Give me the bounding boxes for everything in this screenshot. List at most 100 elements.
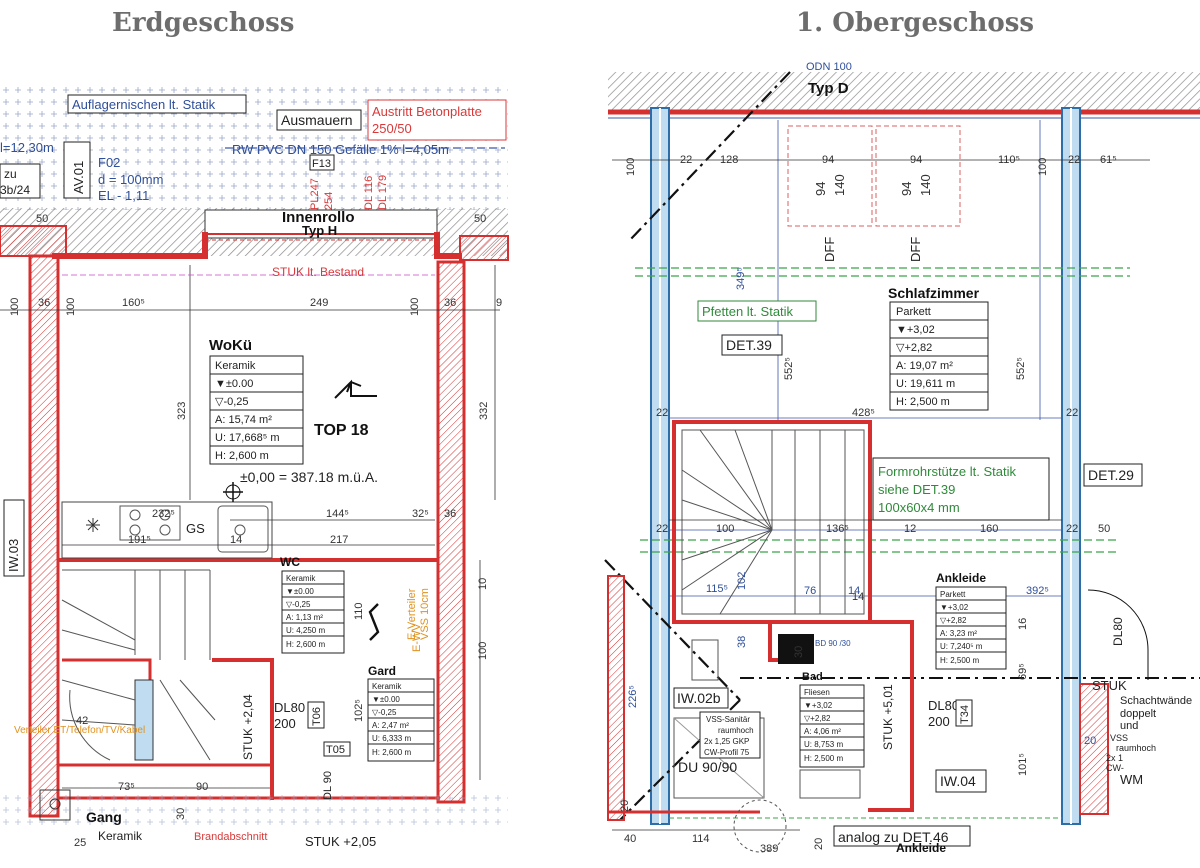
- dim-eg-332: 332: [478, 402, 490, 420]
- dim-eg-100d: 100: [477, 642, 489, 660]
- dim-og-128: 128: [720, 154, 738, 166]
- dim-eg-1445: 144⁵: [326, 508, 349, 520]
- ankleide-area: A: 3,23 m²: [940, 629, 977, 638]
- dim-og-114: 114: [692, 833, 710, 845]
- label-pfetten: Pfetten lt. Statik: [702, 304, 794, 319]
- dim-og-22a: 22: [680, 154, 692, 166]
- label-vss-1: VSS-Sanitär: [706, 715, 750, 724]
- room-ankleide-bottom: Ankleide: [896, 841, 946, 855]
- label-verteiler: Verteiler ET/Telefon/TV/Kabel: [14, 725, 145, 736]
- label-typ-d: Typ D: [808, 80, 849, 97]
- dim-og-100b: 100: [1037, 158, 1049, 176]
- wall-top: [52, 232, 462, 259]
- dim-eg-100a: 100: [9, 298, 21, 316]
- gard-area: A: 2,47 m²: [372, 721, 409, 730]
- dim-og-22d: 22: [1066, 407, 1078, 419]
- room-schlafzimmer-name: Schlafzimmer: [888, 285, 980, 301]
- label-schacht-2: doppelt: [1120, 708, 1156, 720]
- dim-og-22f: 22: [1066, 523, 1078, 535]
- label-l1230: l=12,30m: [0, 140, 54, 155]
- dim-og-38: 38: [736, 636, 748, 648]
- dim-og-4285: 428⁵: [852, 407, 875, 419]
- room-bad-name: Bad: [802, 671, 823, 683]
- bad-height: H: 2,500 m: [804, 754, 843, 763]
- label-t06: T06: [311, 707, 323, 726]
- label-dl80-ankleide: DL80: [1111, 617, 1125, 646]
- roof-beam-hatch: [608, 72, 1200, 112]
- label-analog-det46: analog zu DET.46: [838, 829, 949, 845]
- label-schacht-1: Schachtwände: [1120, 695, 1192, 707]
- room-gang-floor: Keramik: [98, 829, 143, 843]
- label-bd: BD 90 /30: [815, 639, 851, 648]
- dim-og-20b: 20: [813, 838, 825, 850]
- dim-eg-249: 249: [310, 297, 328, 309]
- label-t34: T34: [959, 705, 971, 724]
- woku-level-1: ▼±0.00: [215, 378, 253, 390]
- label-vss-r3: 2x 1: [1106, 753, 1123, 763]
- label-austritt-1: Austritt Betonplatte: [372, 104, 482, 119]
- label-dff-2: DFF: [908, 237, 923, 262]
- label-vss-r2: raumhoch: [1116, 743, 1156, 753]
- dim-og-22b: 22: [1068, 154, 1080, 166]
- gard-perimeter: U: 6,333 m: [372, 734, 411, 743]
- label-iw03: IW.03: [6, 539, 21, 572]
- dim-eg-25: 25: [74, 837, 86, 849]
- room-wc-table: Keramik ▼±0.00 ▽-0,25 A: 1,13 m² U: 4,25…: [281, 570, 345, 654]
- room-woku-table: Keramik ▼±0.00 ▽-0,25 A: 15,74 m² U: 17,…: [209, 355, 304, 465]
- room-gang-name: Gang: [86, 809, 122, 825]
- dim-og-1365: 136⁵: [826, 523, 849, 535]
- wc-floor: Keramik: [286, 574, 316, 583]
- label-zu: zu: [4, 167, 17, 181]
- label-3b24: 3b/24: [0, 183, 30, 197]
- dim-og-5525b: 552⁵: [1015, 357, 1027, 380]
- label-dl200-og: 200: [928, 714, 950, 729]
- dim-og-389: 389: [760, 843, 778, 855]
- label-det39: DET.39: [726, 337, 772, 353]
- label-level-reference: ±0,00 = 387.18 m.ü.A.: [240, 469, 378, 485]
- label-typ-h: Typ H: [302, 223, 337, 238]
- dim-og-22c: 22: [656, 407, 668, 419]
- dim-eg-30: 30: [175, 808, 187, 820]
- dim-og-14: 14: [848, 585, 860, 597]
- label-ausmauern: Ausmauern: [281, 112, 353, 128]
- label-formrohr-1: Formrohrstütze lt. Statik: [878, 464, 1016, 479]
- wc-level-2: ▽-0,25: [286, 600, 311, 609]
- dim-eg-325: 32⁵: [412, 508, 429, 520]
- label-av01: AV.01: [71, 161, 86, 194]
- wc-level-1: ▼±0.00: [286, 587, 314, 596]
- dim-og-1155: 115⁵: [706, 583, 728, 595]
- dim-eg-50b: 50: [474, 213, 486, 225]
- dim-og-615: 61⁵: [1100, 154, 1117, 166]
- label-e-verteiler: E-Verteiler: [406, 588, 418, 640]
- ankleide-level-1: ▼+3,02: [940, 603, 969, 612]
- ankleide-floor: Parkett: [940, 590, 966, 599]
- skylight-2-width: 94: [899, 182, 914, 196]
- label-wm: WM: [1120, 772, 1143, 787]
- dim-og-100a: 100: [625, 158, 637, 176]
- dim-eg-323: 323: [176, 402, 188, 420]
- ankleide-height: H: 2,500 m: [940, 656, 979, 665]
- ankleide-level-2: ▽+2,82: [940, 616, 967, 625]
- woku-area: A: 15,74 m²: [215, 414, 272, 426]
- dim-og-30: 30: [793, 646, 805, 658]
- label-e-verteiler-vss: VSS 10cm: [419, 588, 431, 640]
- dim-eg-1025: 102⁵: [353, 699, 365, 722]
- label-dl80: DL80: [274, 700, 305, 715]
- dim-og-1105: 110⁵: [998, 154, 1020, 166]
- stairs-eg: [61, 569, 216, 761]
- dim-eg-10: 10: [477, 578, 489, 590]
- woku-perimeter: U: 17,668⁵ m: [215, 432, 279, 444]
- woku-level-2: ▽-0,25: [215, 396, 249, 408]
- label-det29: DET.29: [1088, 467, 1134, 483]
- room-gard-table: Keramik ▼±0.00 ▽-0,25 A: 2,47 m² U: 6,33…: [367, 678, 435, 762]
- stairs-og: [681, 429, 846, 615]
- label-pl247: PL247: [309, 178, 321, 210]
- label-iw02b: IW.02b: [677, 690, 721, 706]
- label-dff-1: DFF: [822, 237, 837, 262]
- skylight-2: [875, 125, 961, 227]
- wall-right: [436, 260, 466, 804]
- dim-og-40: 40: [624, 833, 636, 845]
- label-f13: F13: [312, 158, 331, 170]
- dim-og-94b: 94: [910, 154, 922, 166]
- dim-eg-9: 9: [496, 297, 502, 309]
